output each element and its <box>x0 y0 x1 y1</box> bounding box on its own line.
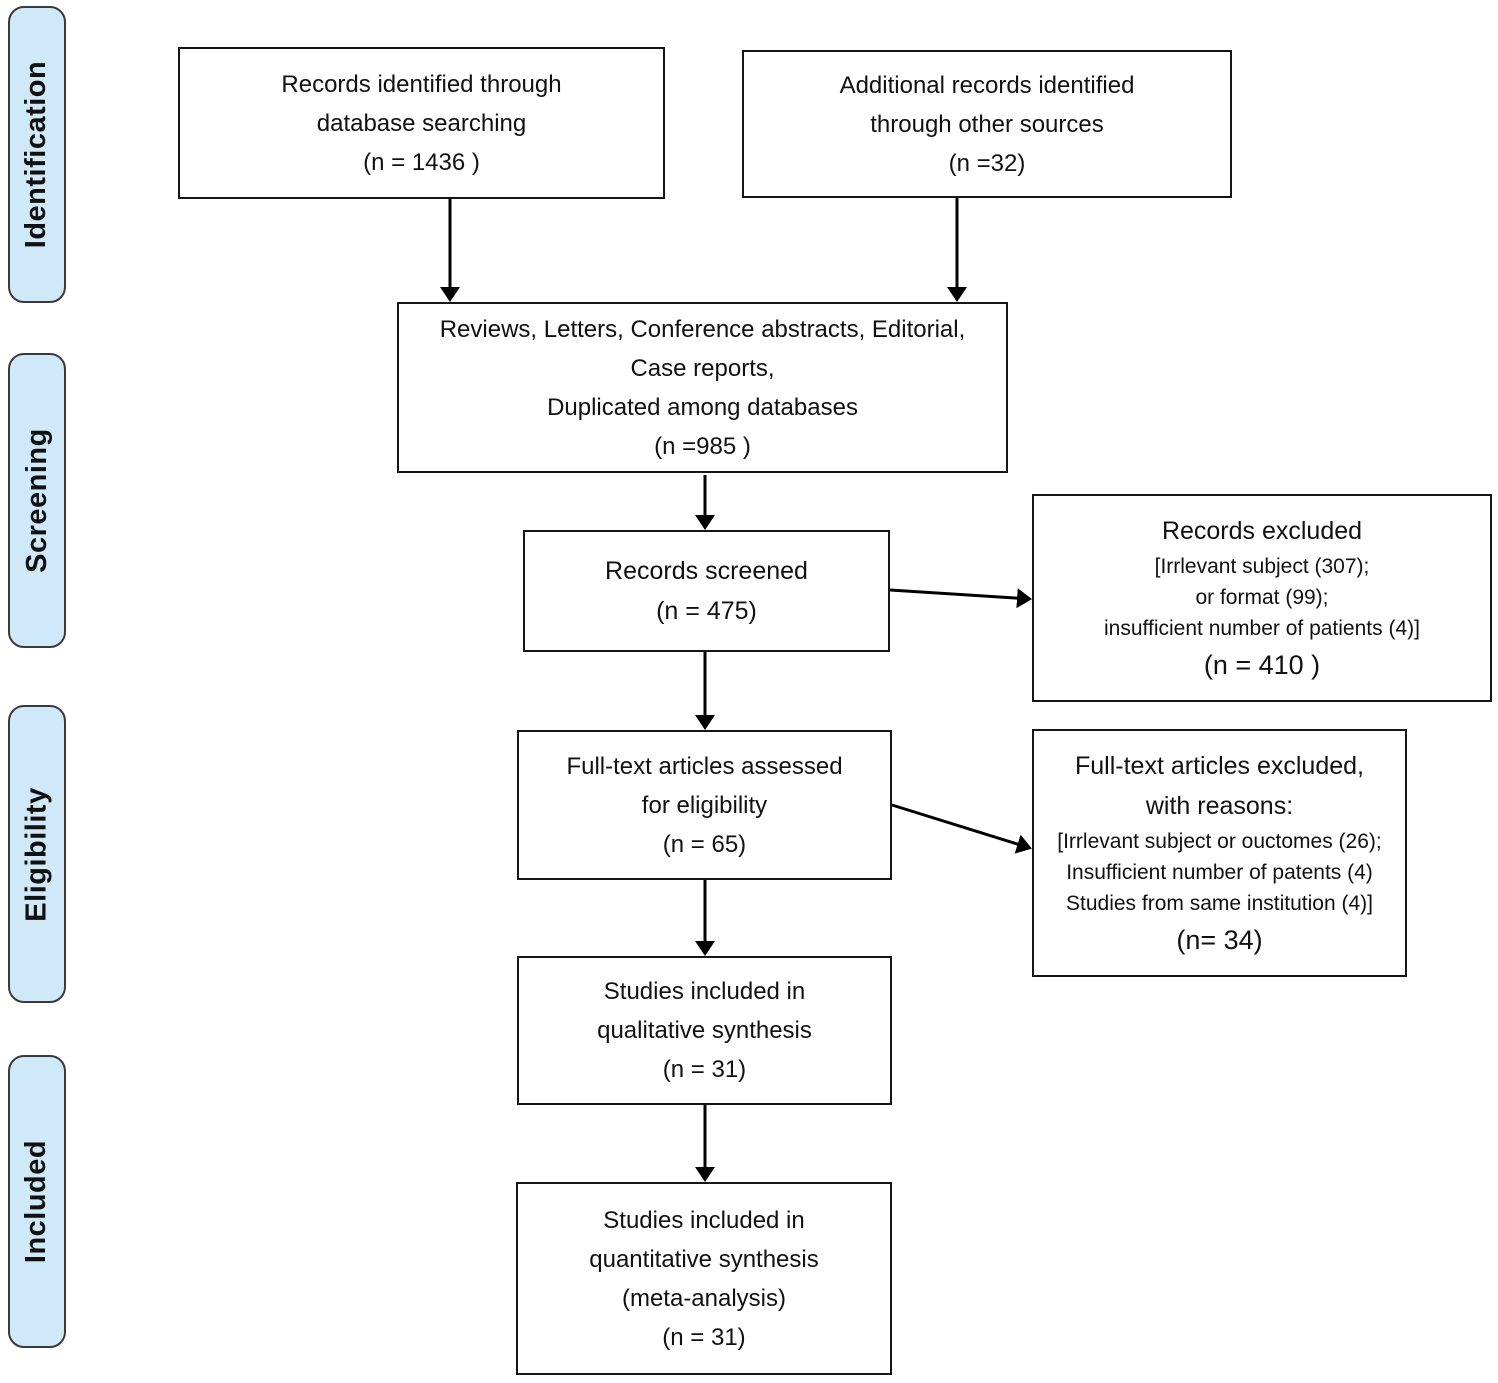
text-line: Studies included in <box>603 1206 805 1234</box>
text-line: (meta-analysis) <box>621 1284 787 1312</box>
text-line: (n = 65) <box>662 830 747 858</box>
arrow-screened-to-excluded <box>889 588 1032 609</box>
text-line: Case reports, <box>630 354 775 382</box>
text-line: [Irrlevant subject (307); <box>1154 554 1370 578</box>
text-line: qualitative synthesis <box>597 1017 812 1044</box>
stage-screening: Screening <box>8 353 66 648</box>
box-additional-records: Additional records identified through ot… <box>742 50 1232 198</box>
stage-screening-label: Screening <box>20 428 53 573</box>
text-line: Records screened <box>605 557 808 585</box>
text-line: Reviews, Letters, Conference abstracts, … <box>439 315 966 343</box>
text-line: [Irrlevant subject or ouctomes (26); <box>1057 829 1382 853</box>
text-line: Insufficient number of patents (4) <box>1066 860 1373 884</box>
box-quantitative-synthesis: Studies included in quantitative synthes… <box>516 1182 892 1375</box>
text-line: Full-text articles excluded, <box>1074 751 1364 780</box>
box-qualitative-synthesis: Studies included in qualitative synthesi… <box>517 956 892 1105</box>
text-line: (n =32) <box>948 149 1026 177</box>
text-line: insufficient number of patients (4)] <box>1104 616 1420 640</box>
text-line: quantitative synthesis <box>589 1245 819 1273</box>
box-records-screened: Records screened (n = 475) <box>523 530 890 652</box>
text-line: (n = 31) <box>662 1323 746 1351</box>
text-line: for eligibility <box>641 791 768 819</box>
stage-included-label: Included <box>20 1139 53 1264</box>
box-fulltext-excluded: Full-text articles excluded, with reason… <box>1032 729 1407 977</box>
text-line: database searching <box>316 109 527 137</box>
text-line: Full-text articles assessed <box>566 752 843 780</box>
box-records-excluded: Records excluded [Irrlevant subject (307… <box>1032 494 1492 702</box>
text-line: with reasons: <box>1145 791 1294 820</box>
stage-identification-label: Identification <box>20 60 53 249</box>
text-line: Duplicated among databases <box>547 393 858 421</box>
text-line: (n = 31) <box>662 1056 747 1083</box>
text-line: Records identified through <box>281 70 562 98</box>
stage-eligibility: Eligibility <box>8 705 66 1003</box>
text-line: (n =985 ) <box>654 432 751 460</box>
stage-included: Included <box>8 1055 66 1348</box>
text-line: Studies included in <box>603 978 806 1005</box>
box-removed-duplicates: Reviews, Letters, Conference abstracts, … <box>397 302 1008 473</box>
text-line: (n = 410 ) <box>1203 649 1321 680</box>
text-line: (n = 475) <box>656 597 757 625</box>
stage-identification: Identification <box>8 6 66 303</box>
stage-eligibility-label: Eligibility <box>20 786 53 922</box>
text-line: Records excluded <box>1161 516 1363 545</box>
text-line: Additional records identified <box>839 71 1135 99</box>
arrow-fulltext-to-excluded <box>891 803 1032 854</box>
box-records-identified: Records identified through database sear… <box>178 47 665 199</box>
text-line: (n = 1436 ) <box>363 148 480 176</box>
text-line: (n= 34) <box>1176 924 1263 955</box>
text-line: or format (99); <box>1195 585 1329 609</box>
text-line: Studies from same institution (4)] <box>1066 891 1373 915</box>
text-line: through other sources <box>870 110 1104 138</box>
box-fulltext-assessed: Full-text articles assessed for eligibil… <box>517 730 892 880</box>
